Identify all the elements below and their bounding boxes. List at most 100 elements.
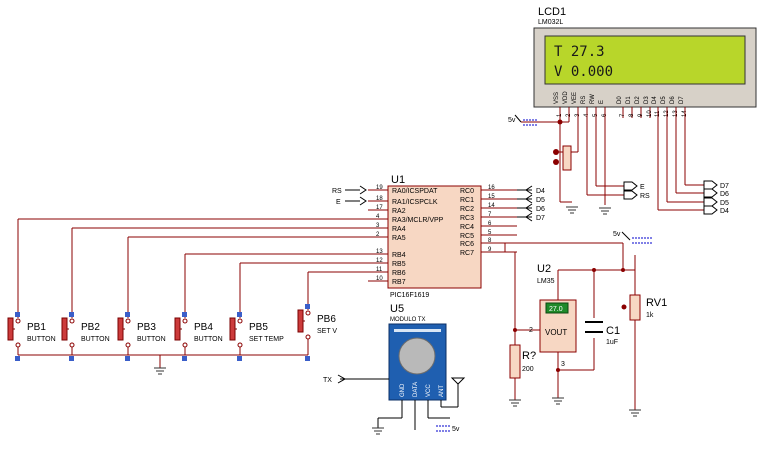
lcd-vcc-label: 5v	[508, 117, 516, 124]
net-d4-mcu: D4	[536, 188, 545, 195]
mcu-right-pin-number: 16	[488, 185, 495, 191]
lcd-pin-name: D1	[626, 96, 632, 104]
button-contact-top	[237, 318, 243, 324]
button-cap	[297, 309, 304, 333]
mcu-right-pin-number: 6	[488, 221, 492, 227]
button-ref: PB5	[249, 322, 268, 333]
button-ref: PB2	[81, 322, 100, 333]
antenna-symbol	[450, 377, 466, 385]
mcu-left-pin-name: RA2	[392, 208, 406, 215]
push-buttons: PB1BUTTONPB2BUTTONPB3BUTTONPB4BUTTONPB5S…	[7, 304, 337, 361]
mcu-net-terminals	[345, 185, 533, 222]
mcu-left-pin-number: 2	[376, 232, 380, 238]
lcd-pin-name: D2	[635, 96, 641, 104]
lcd-pin-number: 8	[629, 113, 635, 117]
lcd-pin-name: E	[599, 100, 605, 104]
lcd-net-terminals	[623, 180, 718, 215]
lcd-module[interactable]: LCD1 LM032L T 27.3 V 0.000 VSS1VDD2VEE3R…	[533, 6, 757, 118]
rf-ref: U5	[390, 303, 404, 315]
mcu-left-pin-name: RB5	[392, 261, 406, 268]
mcu-left-pin-name: RB6	[392, 270, 406, 277]
rf-name: MODULO TX	[390, 317, 426, 323]
lcd-pin-name: D6	[670, 96, 676, 104]
sensor-pin-vout: 2	[529, 327, 533, 334]
lcd-pin-name: D3	[644, 96, 650, 104]
mcu-right-pin-number: 14	[488, 203, 495, 209]
mcu-left-pin-number: 19	[376, 185, 383, 191]
net-d6-lcd: D6	[720, 191, 729, 198]
button-pin-marker	[237, 312, 242, 317]
button-contact-top	[182, 318, 188, 324]
pot-wiper	[621, 304, 627, 310]
button-contact-bottom	[69, 342, 75, 348]
rf-pin-label: ANT	[439, 385, 445, 397]
button-pin-marker	[182, 312, 187, 317]
mcu-left-pin-number: 12	[376, 258, 383, 264]
mcu-left-pin-name: RA1/ICSPCLK	[392, 199, 438, 206]
button-contact-bottom	[305, 334, 311, 340]
mcu-right-pin-name: RC1	[460, 197, 474, 204]
mcu-right-pin-number: 7	[488, 212, 492, 218]
sensor-out-label: VOUT	[545, 328, 567, 337]
sensor-ref: U2	[537, 263, 551, 275]
buttons-ground-symbol	[154, 367, 166, 375]
button-contact-bottom	[125, 342, 131, 348]
potentiometer[interactable]: RV1 1k	[621, 294, 668, 321]
mcu-right-pin-name: RC3	[460, 215, 474, 222]
net-d7-mcu: D7	[536, 215, 545, 222]
mcu-right-pin-name: RC5	[460, 233, 474, 240]
rf-pin-label: GND	[400, 383, 406, 397]
lcd-pin-name: VDD	[563, 91, 569, 104]
mcu-left-pin-name: RB4	[392, 252, 406, 259]
button-cap	[7, 317, 14, 341]
pot-value: 1k	[646, 312, 654, 319]
lcd-pin-number: 9	[638, 113, 644, 117]
mcu-left-pin-number: 4	[376, 214, 380, 220]
lcd-pin-name: D5	[661, 96, 667, 104]
resistor[interactable]: R? 200	[509, 344, 536, 379]
button-cap	[61, 317, 68, 341]
rf-vcc-label: 5v	[452, 426, 460, 433]
net-e-mcu: E	[336, 199, 341, 206]
mcu-left-pin-number: 18	[376, 196, 383, 202]
mcu-left-pin-number: 17	[376, 205, 383, 211]
button-ref: PB3	[137, 322, 156, 333]
mcu-left-pin-name: RB7	[392, 279, 406, 286]
button-pin-marker	[15, 312, 20, 317]
lcd-ground-symbol-2	[599, 207, 611, 215]
rf-vcc-terminal: 5v	[436, 425, 460, 433]
mcu-body	[387, 185, 482, 289]
lcd-pin-name: D7	[679, 96, 685, 104]
rf-crystal	[398, 337, 436, 375]
rf-pin-label: DATA	[413, 382, 419, 397]
button-wires	[17, 218, 370, 368]
rf-header-strip	[394, 329, 441, 332]
capacitor[interactable]: C1 1uF	[585, 321, 620, 346]
net-d4-lcd: D4	[720, 208, 729, 215]
lcd-ground-symbol	[566, 206, 578, 214]
mcu-right-pin-name: RC6	[460, 241, 474, 248]
mcu-right-pin-number: 15	[488, 194, 495, 200]
lcd-contrast-pot	[553, 119, 572, 171]
temperature-sensor[interactable]: U2 LM35 27.0 VOUT 2 3	[529, 263, 577, 368]
mcu-left-pin-name: RA3/MCLR/VPP	[392, 217, 444, 224]
lcd-model: LM032L	[538, 19, 563, 26]
button-cap	[117, 317, 124, 341]
button-cap	[174, 317, 181, 341]
mcu-right-pin-number: 9	[488, 247, 492, 253]
mcu-right-wires	[499, 242, 624, 331]
tx-terminal	[337, 374, 347, 384]
lcd-pin-name: RW	[590, 94, 596, 104]
mcu-left-pin-number: 3	[376, 223, 380, 229]
